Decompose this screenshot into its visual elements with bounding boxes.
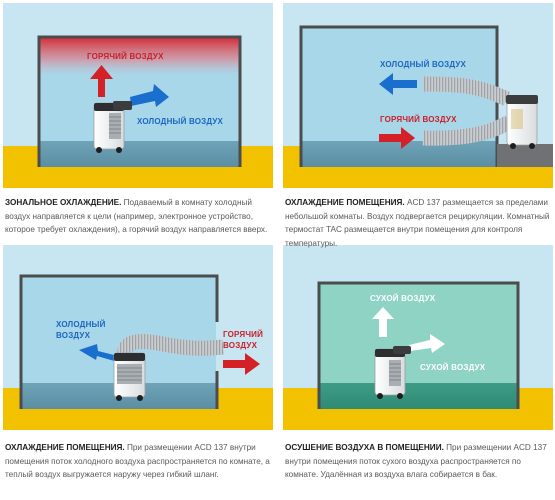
hot-air-label-line2: ВОЗДУХ — [223, 341, 258, 350]
caption-zonal-cooling: ЗОНАЛЬНОЕ ОХЛАЖДЕНИЕ. Подаваемый в комна… — [5, 196, 273, 237]
caption-title: ЗОНАЛЬНОЕ ОХЛАЖДЕНИЕ. — [5, 198, 122, 207]
floor — [40, 141, 239, 167]
panel-room-cooling-inside: ХОЛОДНЫЙ ВОЗДУХ ГОРЯЧИЙ ВОЗДУХ — [3, 245, 273, 430]
acd137-unit-icon — [374, 346, 411, 399]
building-outline-top — [19, 274, 219, 409]
hot-air-zone — [40, 37, 239, 79]
cold-air-label-line2: ВОЗДУХ — [56, 331, 91, 340]
caption-text: Подаваемый в комнату холодный воздух нап… — [5, 198, 268, 235]
hot-air-up-arrow-icon — [90, 65, 113, 97]
caption-room-cooling-outside: ОХЛАЖДЕНИЕ ПОМЕЩЕНИЯ. ACD 137 размещаетс… — [285, 196, 553, 250]
hot-air-arrow-icon — [379, 127, 415, 149]
caption-text: При размещении ACD 137 внутри помещения … — [285, 443, 547, 480]
panel-dehumidification: СУХОЙ ВОЗДУХ СУХОЙ ВОЗДУХ — [283, 245, 553, 430]
hot-air-arrow-icon — [223, 353, 260, 375]
acd137-unit-icon — [113, 352, 146, 401]
dry-air-label-right: СУХОЙ ВОЗДУХ — [420, 363, 486, 372]
acd137-unit-icon — [93, 101, 132, 153]
zonal-cooling-illustration — [3, 35, 273, 188]
room-cooling-inside-illustration — [3, 274, 273, 430]
dehumidification-illustration — [283, 281, 553, 430]
cold-air-arrow-icon — [79, 344, 122, 363]
building-outline — [317, 281, 520, 409]
caption-title: ОХЛАЖДЕНИЕ ПОМЕЩЕНИЯ. — [285, 198, 405, 207]
floor — [320, 383, 517, 409]
cold-air-arrow-icon — [379, 73, 417, 95]
hot-air-label: ГОРЯЧИЙ ВОЗДУХ — [380, 115, 457, 124]
caption-text: При размещении ACD 137 внутри помещения … — [5, 443, 270, 480]
hose-top — [422, 76, 511, 106]
hot-air-label: ГОРЯЧИЙ ВОЗДУХ — [87, 52, 164, 61]
caption-room-cooling-inside: ОХЛАЖДЕНИЕ ПОМЕЩЕНИЯ. При размещении ACD… — [5, 441, 273, 482]
outdoor-platform — [497, 144, 553, 167]
cold-air-label-line1: ХОЛОДНЫЙ — [56, 320, 106, 329]
exhaust-hose — [117, 334, 224, 357]
dry-air-label-top: СУХОЙ ВОЗДУХ — [370, 294, 436, 303]
caption-title: ОХЛАЖДЕНИЕ ПОМЕЩЕНИЯ. — [5, 443, 125, 452]
dry-air-right-arrow-icon — [409, 334, 445, 353]
caption-text: ACD 137 размещается за пределами небольш… — [285, 198, 550, 248]
caption-dehumidification: ОСУШЕНИЕ ВОЗДУХА В ПОМЕЩЕНИИ. При размещ… — [285, 441, 553, 482]
room-cooling-outside-illustration — [283, 25, 553, 188]
building-outline — [37, 35, 242, 167]
hot-air-label-line1: ГОРЯЧИЙ — [223, 330, 264, 339]
cold-air-label: ХОЛОДНЫЙ ВОЗДУХ — [137, 117, 224, 126]
dry-air-up-arrow-icon — [372, 307, 394, 337]
cold-air-arrow-icon — [130, 84, 169, 107]
acd137-unit-icon — [506, 95, 538, 149]
cold-air-label: ХОЛОДНЫЙ ВОЗДУХ — [380, 60, 467, 69]
panel-zonal-cooling: ГОРЯЧИЙ ВОЗДУХ ХОЛОДНЫЙ ВОЗДУХ — [3, 3, 273, 188]
caption-title: ОСУШЕНИЕ ВОЗДУХА В ПОМЕЩЕНИИ. — [285, 443, 444, 452]
panel-room-cooling-outside: ХОЛОДНЫЙ ВОЗДУХ ГОРЯЧИЙ ВОЗДУХ — [283, 3, 553, 188]
floor — [302, 141, 496, 167]
hose-bottom — [422, 115, 513, 146]
